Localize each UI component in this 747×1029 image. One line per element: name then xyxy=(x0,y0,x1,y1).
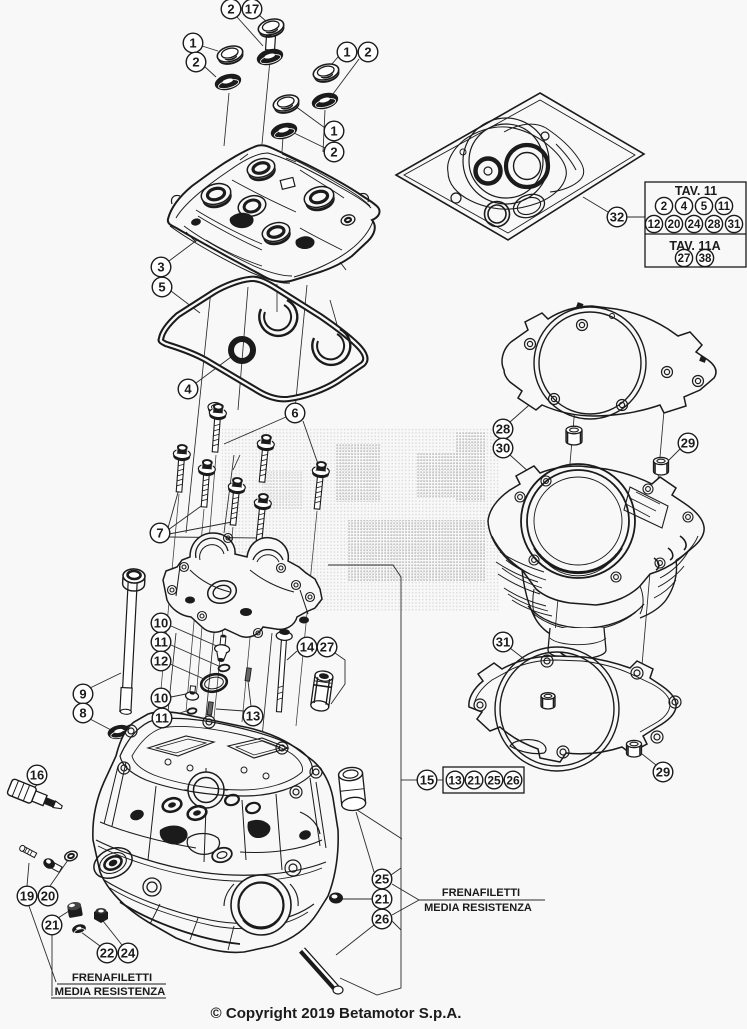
svg-text:14: 14 xyxy=(300,640,315,655)
svg-text:2: 2 xyxy=(330,145,337,160)
svg-text:21: 21 xyxy=(467,773,481,787)
svg-text:TAV. 11A: TAV. 11A xyxy=(669,239,720,253)
svg-text:13: 13 xyxy=(448,773,462,787)
svg-text:10: 10 xyxy=(154,691,168,706)
svg-text:22: 22 xyxy=(100,946,114,961)
svg-text:15: 15 xyxy=(420,773,434,788)
svg-text:31: 31 xyxy=(728,219,741,231)
svg-text:4: 4 xyxy=(681,201,688,213)
svg-text:7: 7 xyxy=(156,526,163,541)
svg-text:31: 31 xyxy=(496,635,510,650)
svg-text:21: 21 xyxy=(375,892,389,907)
svg-text:TAV. 11: TAV. 11 xyxy=(675,184,717,198)
svg-text:24: 24 xyxy=(121,946,136,961)
svg-text:29: 29 xyxy=(656,765,670,780)
svg-text:© Copyright 2019 Betamotor S.p: © Copyright 2019 Betamotor S.p.A. xyxy=(211,1005,462,1022)
svg-text:32: 32 xyxy=(610,210,624,225)
svg-text:5: 5 xyxy=(701,201,708,213)
svg-text:24: 24 xyxy=(688,219,701,231)
svg-text:2: 2 xyxy=(661,201,667,213)
svg-text:30: 30 xyxy=(496,441,510,456)
svg-text:1: 1 xyxy=(343,45,350,60)
svg-text:27: 27 xyxy=(678,253,691,265)
svg-text:6: 6 xyxy=(291,406,298,421)
svg-text:8: 8 xyxy=(79,706,86,721)
svg-text:26: 26 xyxy=(506,773,520,787)
svg-text:2: 2 xyxy=(192,55,199,70)
svg-text:MEDIA RESISTENZA: MEDIA RESISTENZA xyxy=(55,986,166,998)
svg-text:1: 1 xyxy=(189,36,196,51)
svg-text:11: 11 xyxy=(718,201,731,213)
svg-text:9: 9 xyxy=(79,687,86,702)
svg-text:29: 29 xyxy=(681,436,695,451)
svg-text:20: 20 xyxy=(41,889,55,904)
svg-text:26: 26 xyxy=(375,912,389,927)
svg-text:20: 20 xyxy=(668,219,681,231)
svg-text:4: 4 xyxy=(184,382,192,397)
svg-text:19: 19 xyxy=(20,889,34,904)
svg-text:FRENAFILETTI: FRENAFILETTI xyxy=(72,972,152,984)
svg-text:27: 27 xyxy=(320,640,334,655)
svg-text:17: 17 xyxy=(245,2,259,17)
svg-text:12: 12 xyxy=(154,654,168,669)
svg-text:2: 2 xyxy=(364,45,371,60)
svg-text:2: 2 xyxy=(227,2,234,17)
svg-text:MEDIA RESISTENZA: MEDIA RESISTENZA xyxy=(424,902,532,914)
svg-text:25: 25 xyxy=(487,773,501,787)
svg-text:12: 12 xyxy=(648,219,661,231)
svg-text:21: 21 xyxy=(45,918,59,933)
svg-text:25: 25 xyxy=(375,872,389,887)
svg-text:38: 38 xyxy=(699,253,712,265)
svg-text:5: 5 xyxy=(158,280,165,295)
svg-text:28: 28 xyxy=(496,422,510,437)
svg-text:11: 11 xyxy=(154,635,168,650)
svg-text:11: 11 xyxy=(155,711,169,726)
svg-text:28: 28 xyxy=(708,219,721,231)
svg-text:1: 1 xyxy=(330,124,337,139)
svg-text:FRENAFILETTI: FRENAFILETTI xyxy=(442,887,520,899)
svg-text:10: 10 xyxy=(154,616,168,631)
svg-text:16: 16 xyxy=(30,768,44,783)
svg-text:3: 3 xyxy=(157,260,164,275)
svg-text:13: 13 xyxy=(246,709,260,724)
